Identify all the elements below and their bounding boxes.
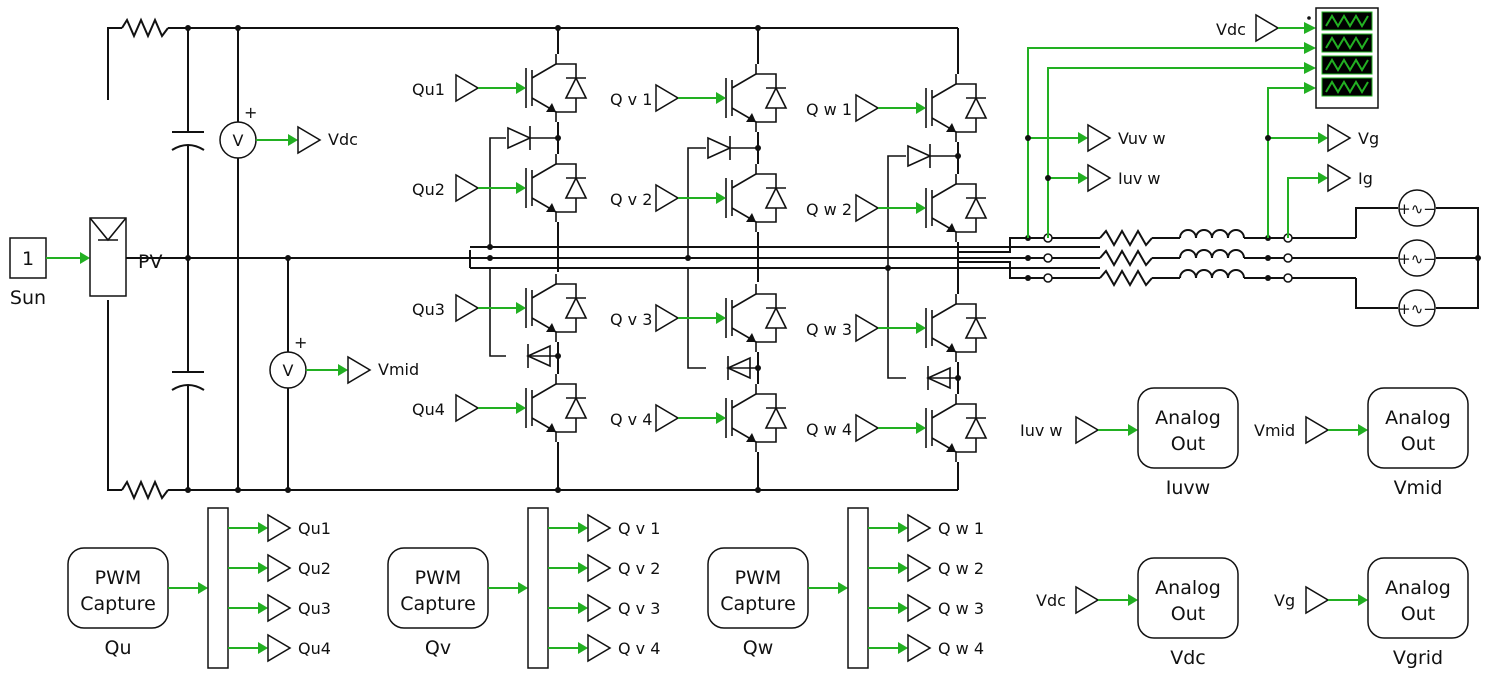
analog-line2: Out: [1401, 433, 1435, 455]
gate-tag: Q w 2: [806, 200, 852, 219]
grid-source-glyph: +∿−: [1398, 200, 1436, 218]
analog-input-tag: Iuv w: [1020, 421, 1063, 440]
pv-panel[interactable]: PV: [89, 217, 162, 297]
voltmeter-vdc[interactable]: V + Vdc: [219, 103, 358, 159]
analog-out-vdc[interactable]: Vdc Analog Out Vdc: [1036, 557, 1239, 669]
sun-label: Sun: [10, 287, 46, 309]
plus-mark: +: [244, 103, 257, 122]
analog-line2: Out: [1171, 433, 1205, 455]
analog-line1: Analog: [1385, 577, 1451, 599]
sun-value: 1: [22, 248, 34, 270]
pwm-capture-qv[interactable]: PWM Capture Qv Q v 1 Q v 2 Q v 3 Q v 4: [387, 507, 660, 669]
analog-input-tag: Vdc: [1036, 591, 1066, 610]
analog-line1: Analog: [1155, 577, 1221, 599]
pwm-output-tag: Q v 1: [618, 519, 660, 538]
sun-source[interactable]: 1 Sun: [9, 237, 90, 309]
pwm-line2: Capture: [80, 593, 156, 615]
tag-vg: Vg: [1358, 129, 1379, 148]
pwm-name: Qv: [425, 637, 451, 659]
voltmeter-glyph: V: [233, 131, 244, 150]
tag-vdc: Vdc: [328, 130, 358, 149]
tag-iuvw: Iuv w: [1118, 169, 1161, 188]
pv-label: PV: [138, 251, 162, 273]
tag-vuvw: Vuv w: [1118, 129, 1166, 148]
pwm-capture-qw[interactable]: PWM Capture Qw Q w 1 Q w 2 Q w 3 Q w 4: [707, 507, 984, 669]
pwm-output-tag: Q w 4: [938, 639, 984, 658]
voltmeter-vmid[interactable]: V + Vmid: [269, 333, 419, 389]
analog-out-iuvw[interactable]: Iuv w Analog Out Iuvw: [1020, 387, 1239, 499]
pwm-name: Qw: [743, 637, 774, 659]
gate-tag: Q v 2: [610, 190, 652, 209]
gate-tag: Qu4: [412, 400, 445, 419]
dc-link: [107, 17, 958, 501]
pwm-output-tag: Q v 3: [618, 599, 660, 618]
phase-v-leg: [685, 25, 787, 493]
pwm-output-tag: Qu1: [298, 519, 331, 538]
gate-tags-u: Qu1 Qu2 Qu3 Qu4: [412, 74, 526, 422]
pwm-output-tag: Q w 2: [938, 559, 984, 578]
analog-line1: Analog: [1155, 407, 1221, 429]
output-bus: [470, 207, 1481, 309]
grid-sources[interactable]: +∿− +∿− +∿−: [1398, 189, 1436, 327]
gate-tag: Q v 3: [610, 310, 652, 329]
voltmeter-glyph: V: [283, 361, 294, 380]
gate-tag: Q v 4: [610, 410, 652, 429]
grid-source-glyph: +∿−: [1398, 300, 1436, 318]
analog-name: Vmid: [1394, 477, 1443, 499]
gate-tag: Q w 1: [806, 100, 852, 119]
gate-tags-v: Q v 1 Q v 2 Q v 3 Q v 4: [610, 84, 726, 432]
pwm-line2: Capture: [720, 593, 796, 615]
tag-vdc-scope: Vdc: [1216, 20, 1246, 39]
analog-out-vgrid[interactable]: Vg Analog Out Vgrid: [1274, 557, 1469, 669]
gate-tag: Qu3: [412, 300, 445, 319]
analog-name: Iuvw: [1166, 477, 1210, 499]
gate-tag: Qu2: [412, 180, 445, 199]
pwm-capture-qu[interactable]: PWM Capture Qu Qu1 Qu2 Qu3 Qu4: [67, 507, 331, 669]
analog-name: Vgrid: [1393, 647, 1443, 669]
pwm-output-tag: Q v 4: [618, 639, 660, 658]
gate-tags-w: Q w 1 Q w 2 Q w 3 Q w 4: [806, 94, 926, 442]
grid-source-glyph: +∿−: [1398, 250, 1436, 268]
scope[interactable]: Vdc: [1216, 7, 1379, 109]
pwm-name: Qu: [105, 637, 132, 659]
gate-tag: Q w 4: [806, 420, 852, 439]
tag-ig: Ig: [1358, 169, 1373, 188]
tag-vmid: Vmid: [378, 360, 419, 379]
analog-out-vmid[interactable]: Vmid Analog Out Vmid: [1254, 387, 1469, 499]
analog-line2: Out: [1401, 603, 1435, 625]
pwm-output-tag: Q w 3: [938, 599, 984, 618]
plus-mark: +: [294, 333, 307, 352]
analog-input-tag: Vg: [1274, 591, 1295, 610]
gate-tag: Q v 1: [610, 90, 652, 109]
pwm-output-tag: Q v 2: [618, 559, 660, 578]
pwm-output-tag: Qu4: [298, 639, 331, 658]
analog-line1: Analog: [1385, 407, 1451, 429]
analog-line2: Out: [1171, 603, 1205, 625]
pwm-output-tag: Qu3: [298, 599, 331, 618]
analog-name: Vdc: [1170, 647, 1206, 669]
pwm-line1: PWM: [415, 567, 462, 589]
analog-input-tag: Vmid: [1254, 421, 1295, 440]
measurement-signals: Vuv w Iuv w Vg Ig: [1025, 42, 1379, 238]
pwm-output-tag: Qu2: [298, 559, 331, 578]
pwm-line1: PWM: [95, 567, 142, 589]
gate-tag: Qu1: [412, 80, 445, 99]
pwm-output-tag: Q w 1: [938, 519, 984, 538]
pwm-line1: PWM: [735, 567, 782, 589]
gate-tag: Q w 3: [806, 320, 852, 339]
pwm-line2: Capture: [400, 593, 476, 615]
